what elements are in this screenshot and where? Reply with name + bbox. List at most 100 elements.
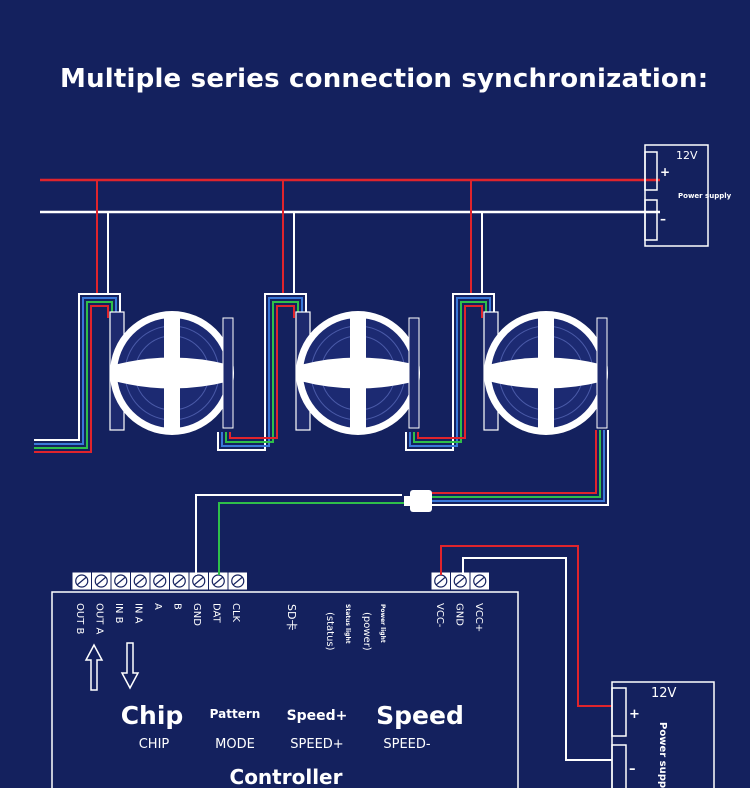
left-terminal-slot xyxy=(96,576,107,586)
green-data-wire xyxy=(218,502,404,575)
power-white-wire xyxy=(462,557,612,761)
arrow-down-icon xyxy=(120,642,140,690)
left-terminal-screw xyxy=(94,574,108,588)
reel-hub xyxy=(532,359,560,387)
controller-data-wires xyxy=(195,430,609,575)
plus-label: + xyxy=(629,707,640,722)
left-terminal-slot xyxy=(76,576,87,586)
power-supply-label: Power supply xyxy=(657,722,668,788)
right-terminal-slot xyxy=(435,576,446,586)
strip-end-tail xyxy=(408,317,420,429)
reel-input-wire xyxy=(221,297,303,447)
terminal-label: VCC+ xyxy=(473,603,484,632)
reel-hub xyxy=(344,359,372,387)
plus-terminal xyxy=(644,151,658,191)
right-terminal-slot xyxy=(455,576,466,586)
reel-input-wire xyxy=(225,301,299,443)
arrow-up-icon xyxy=(84,643,104,691)
reel-input-wire xyxy=(34,297,117,445)
status-label: (status) xyxy=(324,612,335,651)
left-terminal-slot xyxy=(232,576,243,586)
terminal-label: GND xyxy=(191,603,202,626)
mode-button-label: MODE xyxy=(215,737,255,752)
speed-minus-button-title: Speed xyxy=(376,701,464,730)
left-terminal-screw xyxy=(133,574,147,588)
speed-minus-button-label: SPEED- xyxy=(383,737,431,752)
left-terminal-slot xyxy=(154,576,165,586)
right-terminal-screw xyxy=(473,574,487,588)
left-terminal-slot xyxy=(193,576,204,586)
left-terminal-slot xyxy=(174,576,185,586)
power-supply-box xyxy=(644,144,709,247)
terminal-label: B xyxy=(172,603,183,610)
reel-hub xyxy=(158,359,186,387)
terminal-label: DAT xyxy=(211,603,222,624)
speed-plus-button-title: Speed+ xyxy=(287,708,348,724)
led-reel-3 xyxy=(405,180,608,451)
reel-input-wire xyxy=(413,301,487,443)
connector-plug xyxy=(404,496,412,506)
connector-white-wire xyxy=(432,430,609,506)
mode-button[interactable]: Pattern MODE xyxy=(210,707,261,752)
power-supply-box xyxy=(611,681,715,788)
left-terminal-screw xyxy=(231,574,245,588)
led-strip-reels xyxy=(34,180,608,453)
reel-input-wire xyxy=(34,301,113,449)
minus-label: – xyxy=(629,762,636,777)
left-terminal-screw xyxy=(153,574,167,588)
status-light-label: Status light xyxy=(344,604,351,644)
controller-name: Controller xyxy=(230,765,343,788)
left-terminal-screw xyxy=(172,574,186,588)
left-terminal-slot xyxy=(115,576,126,586)
top-power-supply: 12V + – Power supply xyxy=(644,144,732,247)
sd-card-label: SD卡 xyxy=(285,604,298,630)
strip-connector xyxy=(404,490,432,512)
bottom-power-supply: 12V + – Power supply xyxy=(611,681,715,788)
terminal-label: CLK xyxy=(230,603,241,623)
terminal-label: GND xyxy=(454,603,465,626)
power-bus xyxy=(40,178,660,214)
left-terminal-screw xyxy=(192,574,206,588)
power-red-wire xyxy=(440,545,612,707)
strip-end-tail xyxy=(222,317,234,429)
power-supply-label: Power supply xyxy=(678,192,732,200)
right-terminal-labels: VCC- GND VCC+ xyxy=(434,603,484,632)
right-terminal-screw xyxy=(453,574,467,588)
mode-button-title: Pattern xyxy=(210,707,261,721)
left-terminal-block xyxy=(71,571,248,591)
plus-label: + xyxy=(660,165,670,179)
left-terminal-slot xyxy=(213,576,224,586)
chip-button-title: Chip xyxy=(121,701,184,730)
terminal-label: OUT B xyxy=(74,603,85,634)
speed-plus-button-label: SPEED+ xyxy=(290,737,343,752)
terminal-label: VCC- xyxy=(434,603,445,628)
strip-end-tail xyxy=(596,317,608,429)
speed-plus-button[interactable]: Speed+ SPEED+ xyxy=(287,708,348,752)
white-data-wire xyxy=(195,494,402,575)
left-terminal-screw xyxy=(114,574,128,588)
reel-input-wire xyxy=(229,305,295,439)
power-light-label: Power light xyxy=(379,604,386,643)
power-label: (power) xyxy=(361,612,372,651)
reel-input-wire xyxy=(409,297,491,447)
terminal-label: OUT A xyxy=(94,603,105,634)
right-terminal-block xyxy=(430,571,490,591)
chip-button[interactable]: Chip CHIP xyxy=(121,701,184,752)
reel-input-wire xyxy=(217,293,307,451)
reel-input-wire xyxy=(405,293,495,451)
controller-box xyxy=(51,591,519,788)
terminal-label: IN A xyxy=(133,603,144,624)
minus-label: – xyxy=(660,212,666,226)
voltage-label: 12V xyxy=(676,149,698,162)
led-reel-2 xyxy=(217,180,420,451)
chip-button-label: CHIP xyxy=(139,737,170,752)
reel-input-wire xyxy=(34,293,121,441)
reel-input-wire xyxy=(34,305,109,453)
terminal-label: A xyxy=(152,603,163,610)
speed-minus-button[interactable]: Speed SPEED- xyxy=(376,701,464,752)
reel-input-wire xyxy=(417,305,483,439)
minus-terminal xyxy=(644,199,658,241)
connector-green-wire xyxy=(432,430,601,498)
